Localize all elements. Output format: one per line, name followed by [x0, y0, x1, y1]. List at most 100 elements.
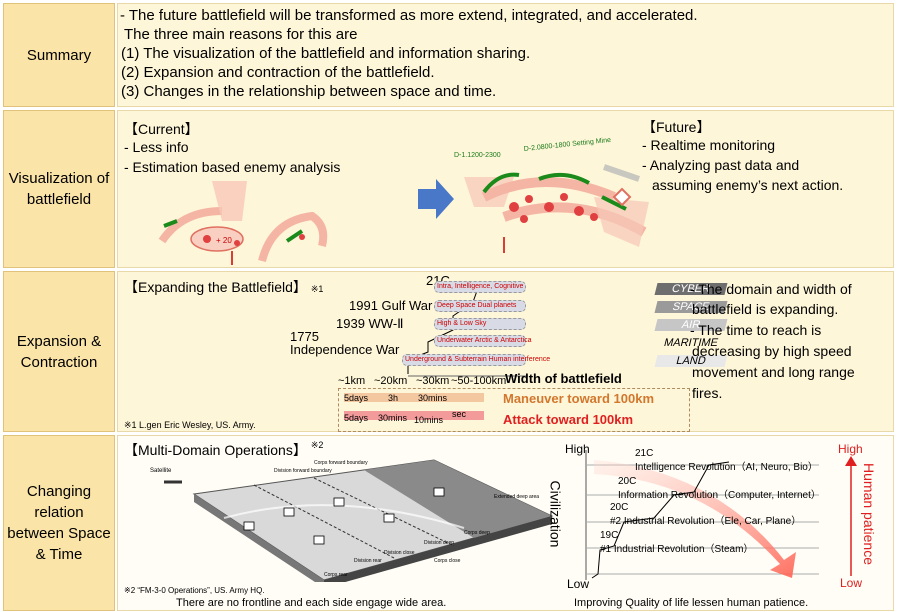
expansion-point-1: - The domain and width of — [690, 281, 852, 297]
attack-bar — [344, 411, 484, 420]
changing-content: 【Multi-Domain Operations】※2 Satellite Di… — [117, 435, 894, 611]
mdo-label-corps-deep: Corps deep — [464, 530, 490, 536]
changing-label-line-4: & Time — [35, 546, 83, 563]
maneuver-time-30mins: 30mins — [418, 393, 448, 403]
width-100km: ~50-100km — [451, 375, 507, 387]
changing-row: Changing relation between Space & Time 【… — [0, 435, 897, 611]
expansion-label-line-1: Expansion & — [16, 332, 102, 350]
current-item-1: - Less info — [124, 139, 189, 155]
civ-low-label: Low — [567, 577, 590, 591]
summary-label: Summary — [3, 3, 115, 107]
maneuver-time-5days: 5days — [344, 393, 369, 403]
summary-row: Summary - The future battlefield will be… — [0, 3, 897, 107]
width-20km: ~20km — [374, 375, 408, 387]
current-battlefield-map: + 20 — [158, 181, 328, 265]
speed-box — [338, 388, 690, 432]
civ-high-label: High — [565, 442, 590, 456]
map-badge: + 20 — [216, 236, 232, 245]
tag-air: High & Low Sky — [434, 318, 526, 330]
future-item-1: - Realtime monitoring — [642, 137, 776, 153]
mdo-title-note: ※2 — [310, 440, 324, 450]
mdo-label-div-forward: Division forward boundary — [274, 468, 332, 474]
mdo-footnote: ※2 “FM-3-0 Operations”, US. Army HQ. — [124, 586, 265, 595]
visualization-label-line-1: Visualization of — [8, 170, 110, 187]
current-item-2: - Estimation based enemy analysis — [124, 159, 341, 175]
mdo-label-division-deep: Division deep — [424, 540, 454, 546]
mdo-label-extended-deep: Extended deep area — [494, 494, 539, 500]
era-ww2: 1939 WW-Ⅱ — [336, 316, 404, 331]
changing-label-line-1: Changing — [26, 483, 92, 500]
rev-21c-name: Intelligence Revolution（AI, Neuro, Bio） — [635, 462, 818, 473]
patience-axis-label: Human patience — [860, 463, 877, 565]
expansion-content: 【Expanding the Battlefield】※1 21C 1991 G… — [117, 271, 894, 432]
visualization-label-line-2: battlefield — [26, 191, 92, 208]
summary-line-4: (2) Expansion and contraction of the bat… — [121, 64, 435, 81]
tag-maritime: Underwater Arctic & Antarctica — [434, 335, 532, 347]
visualization-label: Visualization of battlefield — [3, 110, 115, 268]
map-label-d2: D-2.0800-1800 Setting Mine — [523, 137, 611, 153]
width-1km: ~1km — [338, 375, 366, 387]
era-gulf-war: 1991 Gulf War — [349, 298, 433, 313]
attack-time-5days: 5days — [344, 413, 369, 423]
mdo-label-division-close: Division close — [384, 550, 415, 556]
maneuver-time-3h: 3h — [388, 393, 399, 403]
mdo-diagram: Satellite Division forward boundary Corp… — [150, 459, 554, 582]
expansion-footnote: ※1 L.gen Eric Wesley, US. Army. — [124, 420, 256, 430]
expansion-title-text: 【Expanding the Battlefield】 — [124, 279, 307, 295]
civilization-chart — [585, 450, 819, 580]
summary-line-3: (1) The visualization of the battlefield… — [121, 45, 531, 62]
future-item-2: - Analyzing past data and — [642, 157, 800, 173]
expansion-label: Expansion & Contraction — [3, 271, 115, 432]
visualization-content: 【Current】 - Less info - Estimation based… — [117, 110, 894, 268]
expansion-title-note: ※1 — [310, 284, 324, 294]
future-title: 【Future】 — [642, 119, 711, 135]
map-label-d1: D-1.1200-2300 — [454, 152, 501, 159]
attack-label: Attack toward 100km — [503, 412, 634, 427]
attack-time-sec: sec — [452, 409, 467, 419]
summary-content: - The future battlefield will be transfo… — [117, 3, 894, 107]
rev-19c-era: 19C — [600, 530, 619, 541]
mdo-title: 【Multi-Domain Operations】※2 — [124, 440, 323, 460]
rev-20c-info-name: Information Revolution（Computer, Interne… — [618, 490, 821, 501]
rev-20c-ind-name: #2 Industrial Revolution（Ele, Car, Plane… — [610, 516, 802, 527]
mdo-label-corps-close: Corps close — [434, 558, 461, 564]
rev-21c-era: 21C — [635, 448, 654, 459]
rev-20c-ind-era: 20C — [610, 502, 629, 513]
patience-axis-arrow-icon — [845, 456, 857, 576]
expansion-point-4: decreasing by high speed — [692, 343, 852, 359]
changing-label-line-3: between Space — [7, 525, 111, 542]
summary-line-5: (3) Changes in the relationship between … — [121, 83, 497, 100]
mdo-label-corps-forward: Corps forward boundary — [314, 460, 368, 466]
attack-time-30mins: 30mins — [378, 413, 408, 423]
summary-line-2: The three main reasons for this are — [124, 26, 358, 43]
civ-axis-label: Civilization — [547, 480, 564, 548]
expansion-row: Expansion & Contraction 【Expanding the B… — [0, 271, 897, 432]
expansion-label-line-2: Contraction — [20, 353, 98, 371]
expansion-point-2: battlefield is expanding. — [692, 301, 839, 317]
expansion-point-6: fires. — [692, 385, 723, 401]
width-30km: ~30km — [416, 375, 450, 387]
mdo-label-satellite: Satellite — [150, 468, 172, 474]
maneuver-bar — [344, 393, 484, 402]
summary-label-text: Summary — [26, 46, 92, 64]
changing-label: Changing relation between Space & Time — [3, 435, 115, 611]
attack-time-10mins: 10mins — [414, 415, 444, 425]
patience-high-label: High — [838, 442, 863, 456]
expansion-point-5: movement and long range — [692, 364, 855, 380]
mdo-title-text: 【Multi-Domain Operations】 — [124, 442, 307, 458]
mdo-caption: There are no frontline and each side eng… — [176, 597, 447, 609]
changing-label-line-2: relation — [34, 504, 84, 521]
future-item-3: assuming enemy’s next action. — [652, 177, 844, 193]
future-battlefield-map: D-1.1200-2300 D-2.0800-1800 Setting Mine — [454, 137, 649, 253]
tag-cyber: Intra, Intelligence, Cognitive — [434, 281, 526, 293]
expansion-point-3: - The time to reach is — [690, 322, 822, 338]
tag-land: Underground & Subterrain Human interfere… — [402, 354, 550, 366]
mdo-label-division-rear: Division rear — [354, 558, 382, 564]
era-independence-war: Independence War — [290, 342, 400, 357]
maneuver-label: Maneuver toward 100km — [503, 391, 655, 406]
visualization-row: Visualization of battlefield 【Current】 -… — [0, 110, 897, 268]
summary-line-1: - The future battlefield will be transfo… — [120, 7, 698, 24]
civ-caption: Improving Quality of life lessen human p… — [574, 597, 809, 609]
era-1775: 1775 — [290, 329, 319, 344]
mdo-label-corps-rear: Corps rear — [324, 572, 348, 578]
